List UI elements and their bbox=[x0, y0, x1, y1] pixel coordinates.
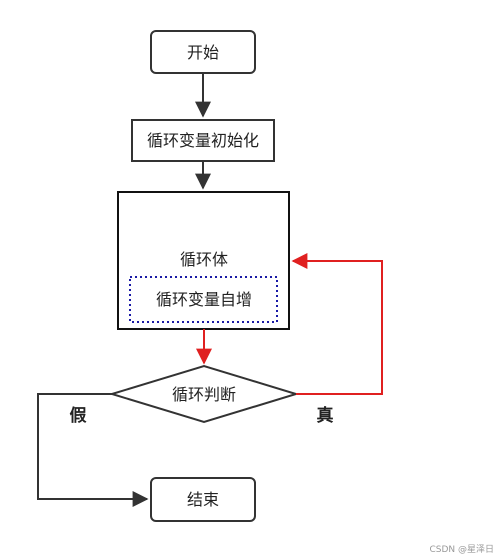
watermark: CSDN @星泽日 bbox=[429, 544, 494, 555]
arrow-false-to-end bbox=[37, 393, 149, 507]
init-label: 循环变量初始化 bbox=[147, 131, 259, 150]
true-label: 真 bbox=[317, 405, 334, 426]
condition-node: 循环判断 bbox=[108, 364, 300, 424]
arrow-true-loop bbox=[291, 253, 383, 395]
end-node: 结束 bbox=[150, 477, 256, 522]
start-node: 开始 bbox=[150, 30, 256, 74]
loop-body-label: 循环体 bbox=[180, 250, 228, 269]
init-node: 循环变量初始化 bbox=[131, 119, 275, 162]
increment-label: 循环变量自增 bbox=[156, 290, 252, 309]
condition-label: 循环判断 bbox=[172, 385, 236, 404]
end-label: 结束 bbox=[187, 490, 219, 509]
loop-body-node: 循环体 循环变量自增 bbox=[117, 191, 290, 330]
increment-box bbox=[129, 276, 278, 323]
start-label: 开始 bbox=[187, 43, 219, 62]
false-label: 假 bbox=[70, 405, 87, 426]
